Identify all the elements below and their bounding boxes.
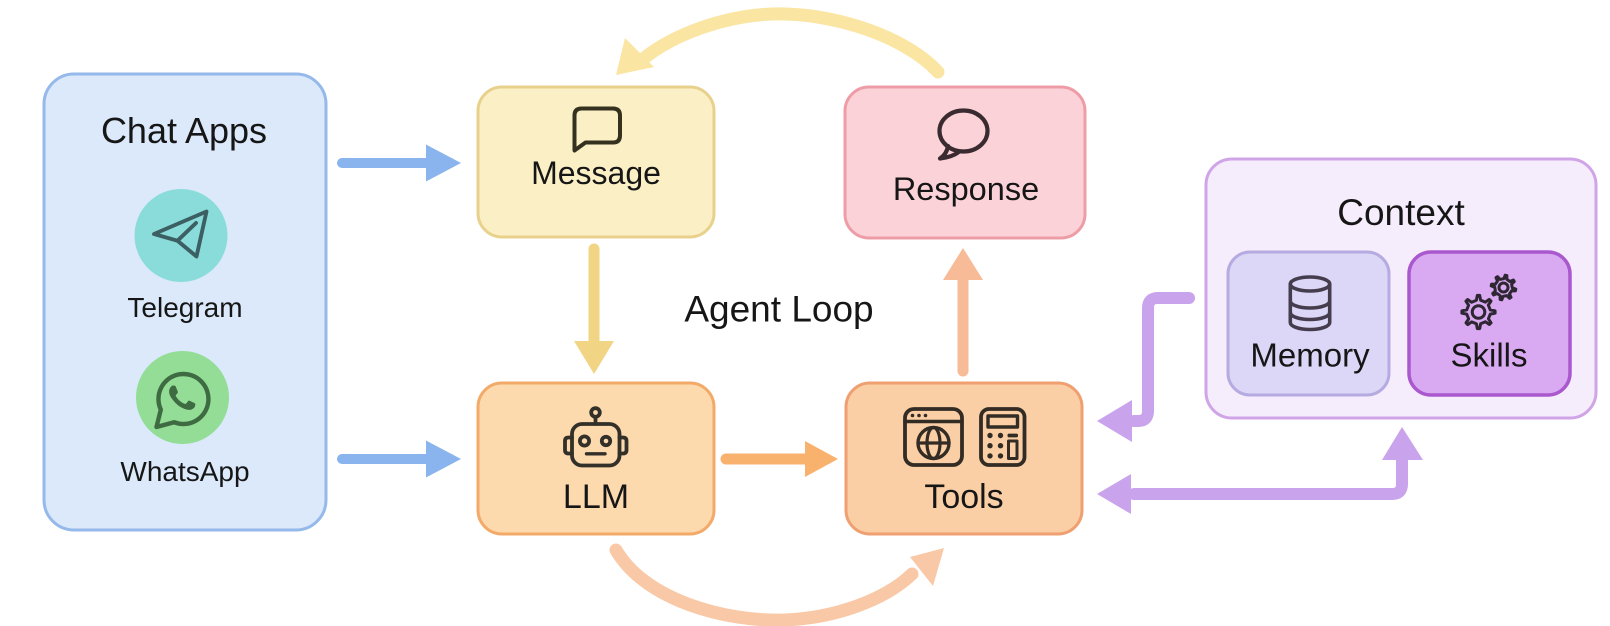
- svg-text:Skills: Skills: [1450, 337, 1527, 374]
- svg-text:Context: Context: [1337, 192, 1465, 233]
- svg-text:Message: Message: [531, 155, 661, 191]
- svg-text:Memory: Memory: [1250, 337, 1370, 374]
- svg-text:WhatsApp: WhatsApp: [120, 456, 249, 487]
- svg-text:Telegram: Telegram: [127, 292, 242, 323]
- svg-text:Chat Apps: Chat Apps: [101, 110, 267, 151]
- svg-text:Tools: Tools: [924, 478, 1003, 516]
- svg-text:LLM: LLM: [563, 478, 629, 516]
- svg-text:Agent Loop: Agent Loop: [684, 289, 873, 330]
- svg-text:Response: Response: [893, 171, 1039, 207]
